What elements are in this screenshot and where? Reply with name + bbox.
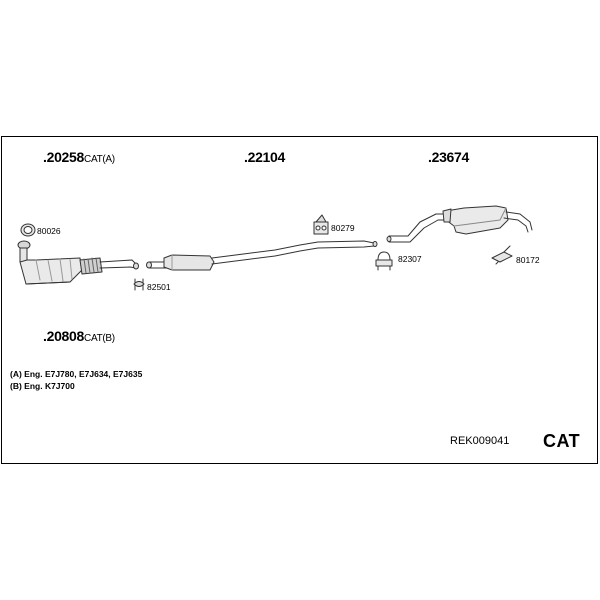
fitting-label-80172: 80172: [516, 255, 540, 265]
category-label: CAT: [543, 431, 581, 451]
fitting-label-82307: 82307: [398, 254, 422, 264]
part-number: .20808: [43, 328, 85, 344]
clamp-82501: [133, 278, 145, 291]
middle-pipe: [146, 240, 378, 271]
rubber-hanger-80279: [313, 214, 329, 235]
part-number: .23674: [428, 149, 470, 165]
fitting-label-80026: 80026: [37, 226, 61, 236]
part-label-cat-b: .20808CAT(B): [43, 329, 115, 344]
engine-note-b: (B) Eng. K7J700: [10, 381, 75, 391]
clamp-82307: [375, 251, 393, 271]
fitting-label-82501: 82501: [147, 282, 171, 292]
part-label-cat-a: .20258CAT(A): [43, 150, 115, 165]
part-number: .20258: [43, 149, 85, 165]
hanger-80172: [491, 245, 513, 265]
kit-code: REK009041: [450, 435, 510, 447]
engine-note-a: (A) Eng. E7J780, E7J634, E7J635: [10, 369, 143, 379]
part-label-middle-pipe: .22104: [244, 150, 285, 164]
diagram-frame: [1, 136, 598, 464]
rear-silencer: [386, 205, 533, 243]
part-suffix: CAT(B): [84, 333, 115, 344]
part-number: .22104: [244, 149, 286, 165]
part-suffix: CAT(A): [84, 154, 115, 165]
fitting-label-80279: 80279: [331, 223, 355, 233]
part-label-rear-silencer: .23674: [428, 150, 469, 164]
catalytic-converter: [17, 240, 139, 285]
sealing-ring-80026: [20, 223, 36, 237]
